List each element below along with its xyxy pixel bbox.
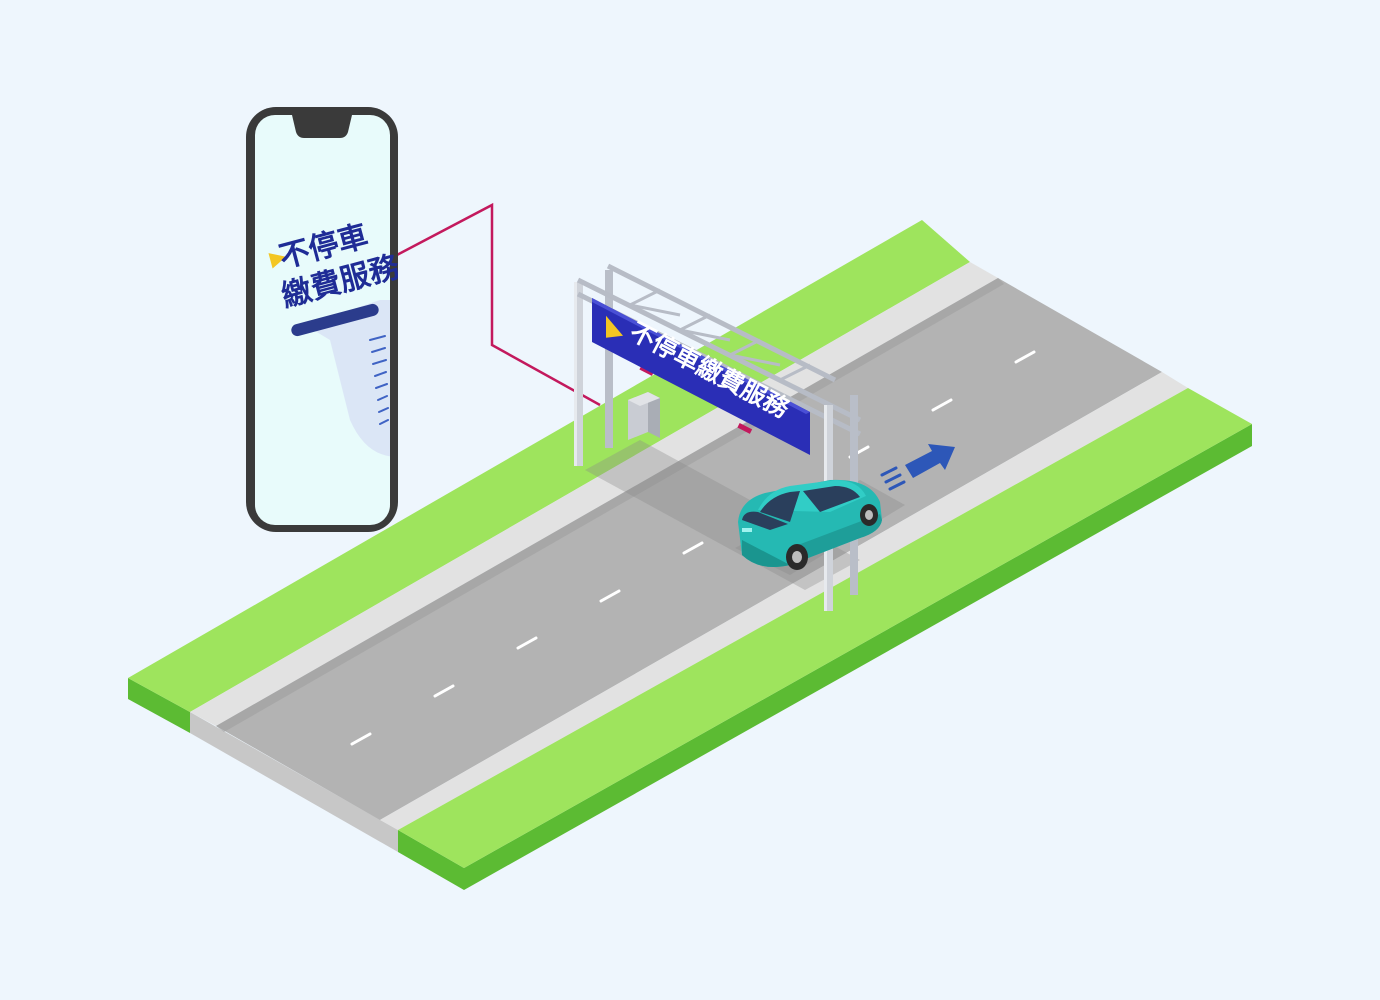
receipt-slot: [291, 303, 379, 337]
front-grass-side: [464, 424, 1252, 890]
left-grass-side: [128, 678, 190, 733]
right-grass-strip: [398, 388, 1252, 868]
sign-panel: [592, 298, 810, 455]
arrow-right-icon: [880, 444, 955, 491]
connector-line: [394, 202, 601, 407]
curb-side: [190, 712, 398, 852]
near-curb: [380, 372, 1188, 830]
receipt-icon: [305, 300, 390, 469]
right-grass-side: [398, 830, 464, 890]
car-icon: [738, 479, 882, 570]
reader-right: [737, 423, 753, 434]
smartphone-icon: 不停車 繳費服務: [246, 107, 404, 532]
far-curb: [190, 262, 998, 726]
logo-triangle-icon: [268, 253, 286, 269]
logo-triangle-icon-sign: [606, 315, 623, 338]
phone-notch: [292, 115, 352, 138]
